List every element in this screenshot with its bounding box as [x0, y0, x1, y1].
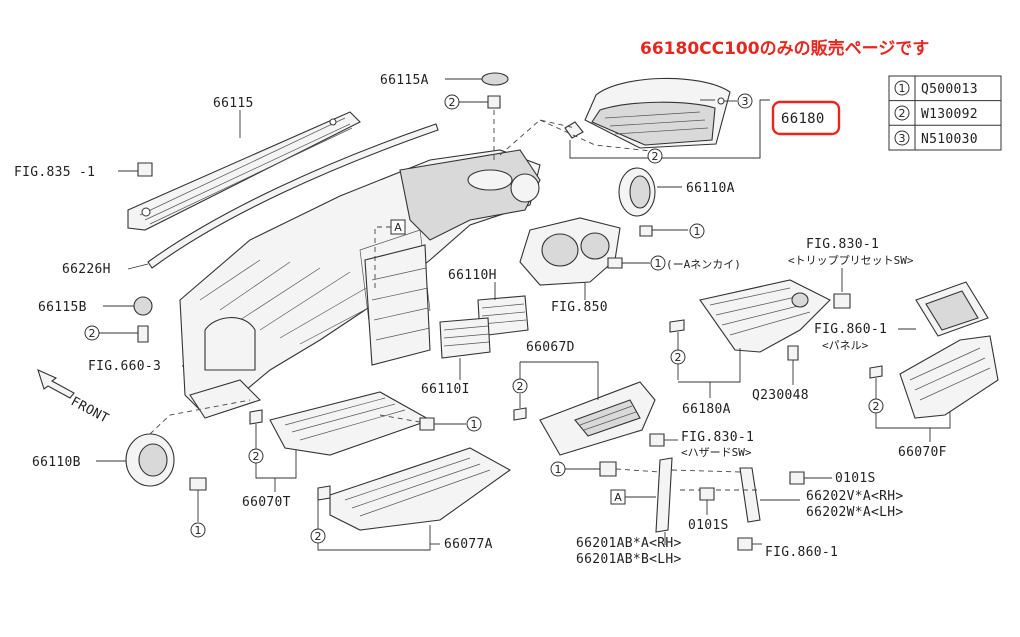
label-66201ab-lh: 66201AB*B<LH> [576, 552, 682, 567]
part-66226h: 66226H [62, 123, 439, 277]
label-fig830-hazard: FIG.830-1 [681, 430, 754, 445]
label-66115b: 66115B [38, 300, 87, 315]
legend-row-2: 2 W130092 [894, 105, 978, 122]
label-66202v: 66202V*A<RH> [806, 489, 904, 504]
label-front: FRONT [68, 394, 111, 426]
callout-1-d: 1 [471, 418, 478, 431]
label-66110i: 66110I [421, 382, 470, 397]
ref-a-bottom-text: A [614, 491, 622, 504]
legend-table: 1 Q500013 2 W130092 3 N510030 [888, 75, 1002, 151]
callout-2-f: 2 [517, 380, 524, 393]
callout-1-e: 1 [195, 524, 202, 537]
banner-text: 66180CC100のみの販売ページです [640, 38, 929, 59]
part-66077a: 2 66077A [310, 447, 512, 552]
part-66180a: 2 66180A Q230048 [669, 279, 831, 417]
highlight-66180: 66180 [771, 100, 841, 136]
legend-row-1: 1 Q500013 [894, 80, 978, 97]
label-0101s-a: 0101S [835, 471, 876, 486]
legend-num-3: 3 [899, 132, 906, 145]
part-66067d: 66067D 2 [512, 340, 656, 456]
label-a-nenkai: (ーAネンカイ) [666, 258, 741, 271]
legend-num-1: 1 [899, 82, 906, 95]
callout-2-e: 2 [873, 400, 880, 413]
part-66070f: 2 66070F [868, 335, 999, 460]
ref-a-top: A [374, 219, 406, 290]
label-66180: 66180 [781, 111, 825, 127]
legend-code-2: W130092 [921, 107, 978, 122]
label-fig660: FIG.660-3 [88, 359, 161, 374]
callout-2-b: 2 [449, 96, 456, 109]
label-fig860-1: FIG.860-1 [814, 322, 887, 337]
label-trip-preset: <トリッププリセットSW> [788, 254, 914, 267]
ref-fig860-panel: FIG.860-1 <パネル> [814, 281, 989, 352]
part-66110b: 66110B 1 [32, 399, 251, 538]
part-66110i: 66110I [421, 317, 491, 397]
brackets-66201-66202: 1 A 0101S 0101S 66202V*A<RH> 66202W*A<LH… [550, 457, 904, 567]
label-66067d: 66067D [526, 340, 575, 355]
label-66201ab-rh: 66201AB*A<RH> [576, 536, 682, 551]
label-66070t: 66070T [242, 495, 291, 510]
label-66115a: 66115A [380, 73, 429, 88]
dashboard-frame [179, 149, 541, 419]
label-66202w: 66202W*A<LH> [806, 505, 904, 520]
label-fig835: FIG.835 -1 [14, 165, 95, 180]
ref-fig830-trip: FIG.830-1 <トリッププリセットSW> [788, 237, 914, 309]
legend-code-3: N510030 [921, 132, 978, 147]
part-66180: 3 2 [499, 77, 770, 164]
ref-a-top-text: A [394, 221, 402, 234]
legend-row-3: 3 N510030 [894, 130, 978, 147]
callout-2-d: 2 [675, 351, 682, 364]
label-panel: <パネル> [822, 339, 869, 352]
label-q230048: Q230048 [752, 388, 809, 403]
callout-1-c: 1 [555, 463, 562, 476]
label-fig860-2: FIG.860-1 [765, 545, 838, 560]
label-hazard: <ハザードSW> [681, 446, 752, 459]
callout-3: 3 [742, 95, 749, 108]
label-fig830-1: FIG.830-1 [806, 237, 879, 252]
ref-fig830-hazard: FIG.830-1 <ハザードSW> [649, 430, 754, 459]
callout-1-b: 1 [655, 257, 662, 270]
label-66115: 66115 [213, 96, 254, 111]
callout-2-a: 2 [89, 327, 96, 340]
part-66110a: 66110A 1 [618, 167, 735, 239]
label-66077a: 66077A [444, 537, 493, 552]
callout-2-g: 2 [253, 450, 260, 463]
part-66115b: 66115B 2 [38, 296, 153, 343]
label-66110a: 66110A [686, 181, 735, 196]
label-fig850: FIG.850 [551, 300, 608, 315]
label-0101s-b: 0101S [688, 518, 729, 533]
legend-num-2: 2 [899, 107, 906, 120]
clip-fig835: FIG.835 -1 [14, 162, 153, 180]
callout-2-h: 2 [315, 530, 322, 543]
label-66226h: 66226H [62, 262, 111, 277]
part-66115a: 66115A 2 [380, 72, 509, 160]
part-66070t: 2 66070T 1 [242, 391, 482, 510]
cluster-fig850: FIG.850 1 (ーAネンカイ) [519, 217, 741, 315]
label-66070f: 66070F [898, 445, 947, 460]
label-66110b: 66110B [32, 455, 81, 470]
callout-2-c: 2 [652, 150, 659, 163]
legend-code-1: Q500013 [921, 82, 978, 97]
callout-1-a: 1 [694, 225, 701, 238]
part-66110h: 66110H [448, 268, 529, 337]
part-66115-strip: 66115 [127, 96, 361, 231]
front-arrow: FRONT [37, 369, 111, 427]
label-66180a: 66180A [682, 402, 731, 417]
label-66110h: 66110H [448, 268, 497, 283]
